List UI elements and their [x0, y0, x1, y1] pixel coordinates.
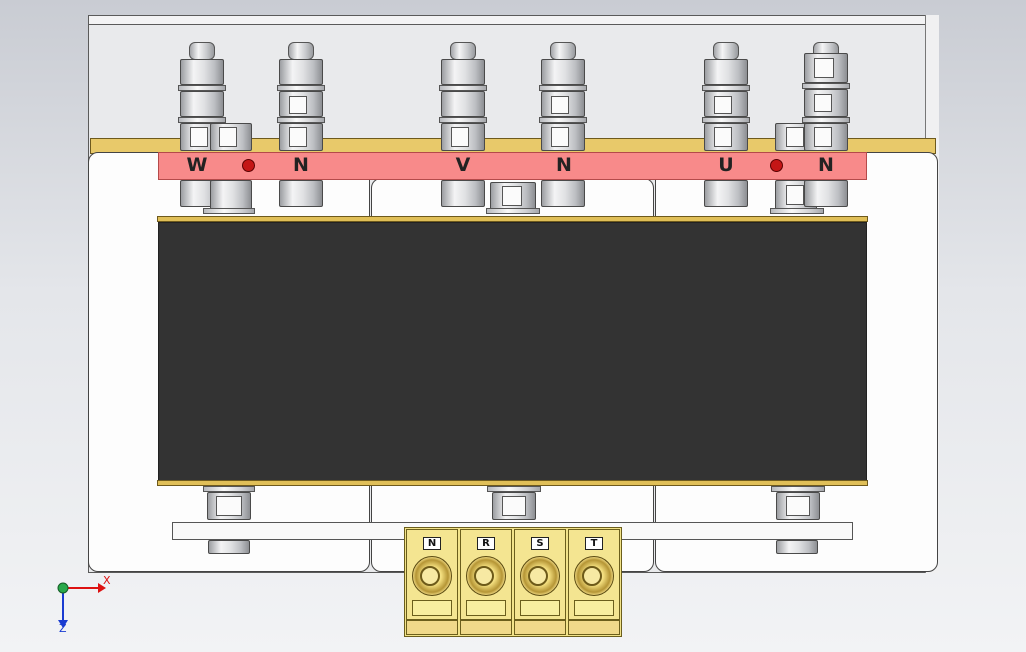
hex-nut — [210, 180, 252, 212]
hex-nut — [279, 180, 323, 207]
hex-nut — [208, 540, 250, 554]
terminal-foot — [568, 620, 620, 635]
screw-slot — [528, 566, 548, 586]
nut-face — [551, 127, 569, 147]
washer — [802, 83, 850, 89]
washer — [770, 208, 824, 214]
nut-face — [289, 127, 307, 147]
nut-face — [814, 94, 832, 112]
hex-nut — [804, 180, 848, 207]
nut-face — [502, 496, 526, 516]
washer — [702, 117, 750, 123]
nut-face — [451, 127, 469, 147]
nut-face — [714, 127, 732, 147]
transformer-core — [158, 222, 867, 481]
nut-face — [786, 185, 804, 205]
terminal-window — [412, 600, 452, 616]
bolt-head — [713, 42, 739, 60]
washer — [486, 208, 540, 214]
hex-nut — [441, 180, 485, 207]
bolt-head — [288, 42, 314, 60]
washer — [802, 117, 850, 123]
terminal-window — [466, 600, 506, 616]
washer — [203, 208, 255, 214]
terminal-tag-n: N — [423, 537, 441, 550]
hex-nut — [279, 59, 323, 85]
nut-face — [216, 496, 242, 516]
terminal-window — [574, 600, 614, 616]
hex-nut — [704, 59, 748, 85]
terminal-label-n2: N — [556, 154, 572, 176]
nut-face — [786, 496, 810, 516]
washer — [277, 117, 325, 123]
coordinate-triad: X Z — [50, 570, 130, 640]
nut-face — [814, 127, 832, 147]
bolt-head — [550, 42, 576, 60]
screw-slot — [420, 566, 440, 586]
terminal-label-v: V — [455, 154, 471, 176]
washer — [702, 85, 750, 91]
hex-nut — [441, 59, 485, 85]
hex-nut — [441, 91, 485, 117]
hex-nut — [704, 180, 748, 207]
washer — [277, 85, 325, 91]
hex-nut — [180, 59, 224, 85]
enclosure-top-edge — [88, 15, 939, 25]
screw-slot — [474, 566, 494, 586]
bolt-head — [189, 42, 215, 60]
nut-face — [190, 127, 208, 147]
terminal-foot — [460, 620, 512, 635]
washer — [203, 486, 255, 492]
terminal-label-n1: N — [293, 154, 309, 176]
nut-face — [289, 96, 307, 114]
nut-face — [502, 186, 522, 206]
washer — [539, 85, 587, 91]
bolt-head — [450, 42, 476, 60]
terminal-tag-s: S — [531, 537, 549, 550]
washer — [539, 117, 587, 123]
terminal-tag-r: R — [477, 537, 495, 550]
terminal-window — [520, 600, 560, 616]
core-insulation-top — [157, 216, 868, 222]
nut-face — [786, 127, 804, 147]
terminal-foot — [514, 620, 566, 635]
axis-label-z: Z — [59, 622, 67, 635]
hex-nut — [541, 59, 585, 85]
axis-triad-icon — [57, 582, 106, 628]
hex-nut — [541, 180, 585, 207]
washer — [178, 117, 226, 123]
terminal-foot — [406, 620, 458, 635]
hex-nut — [804, 89, 848, 117]
screw-slot — [582, 566, 602, 586]
hex-nut — [776, 540, 818, 554]
nut-face — [551, 96, 569, 114]
washer — [178, 85, 226, 91]
nut-face — [714, 96, 732, 114]
core-insulation-bottom — [157, 480, 868, 486]
nut-face — [814, 58, 834, 78]
terminal-label-n3: N — [818, 154, 834, 176]
axis-label-x: X — [103, 574, 111, 587]
washer — [487, 486, 541, 492]
terminal-label-strip — [158, 152, 867, 180]
terminal-label-w: W — [186, 154, 208, 176]
hex-nut — [180, 91, 224, 117]
washer — [439, 117, 487, 123]
nut-face — [219, 127, 237, 147]
terminal-label-u: U — [718, 154, 734, 176]
terminal-tag-t: T — [585, 537, 603, 550]
washer — [439, 85, 487, 91]
washer — [771, 486, 825, 492]
indicator-dot — [770, 159, 783, 172]
indicator-dot — [242, 159, 255, 172]
